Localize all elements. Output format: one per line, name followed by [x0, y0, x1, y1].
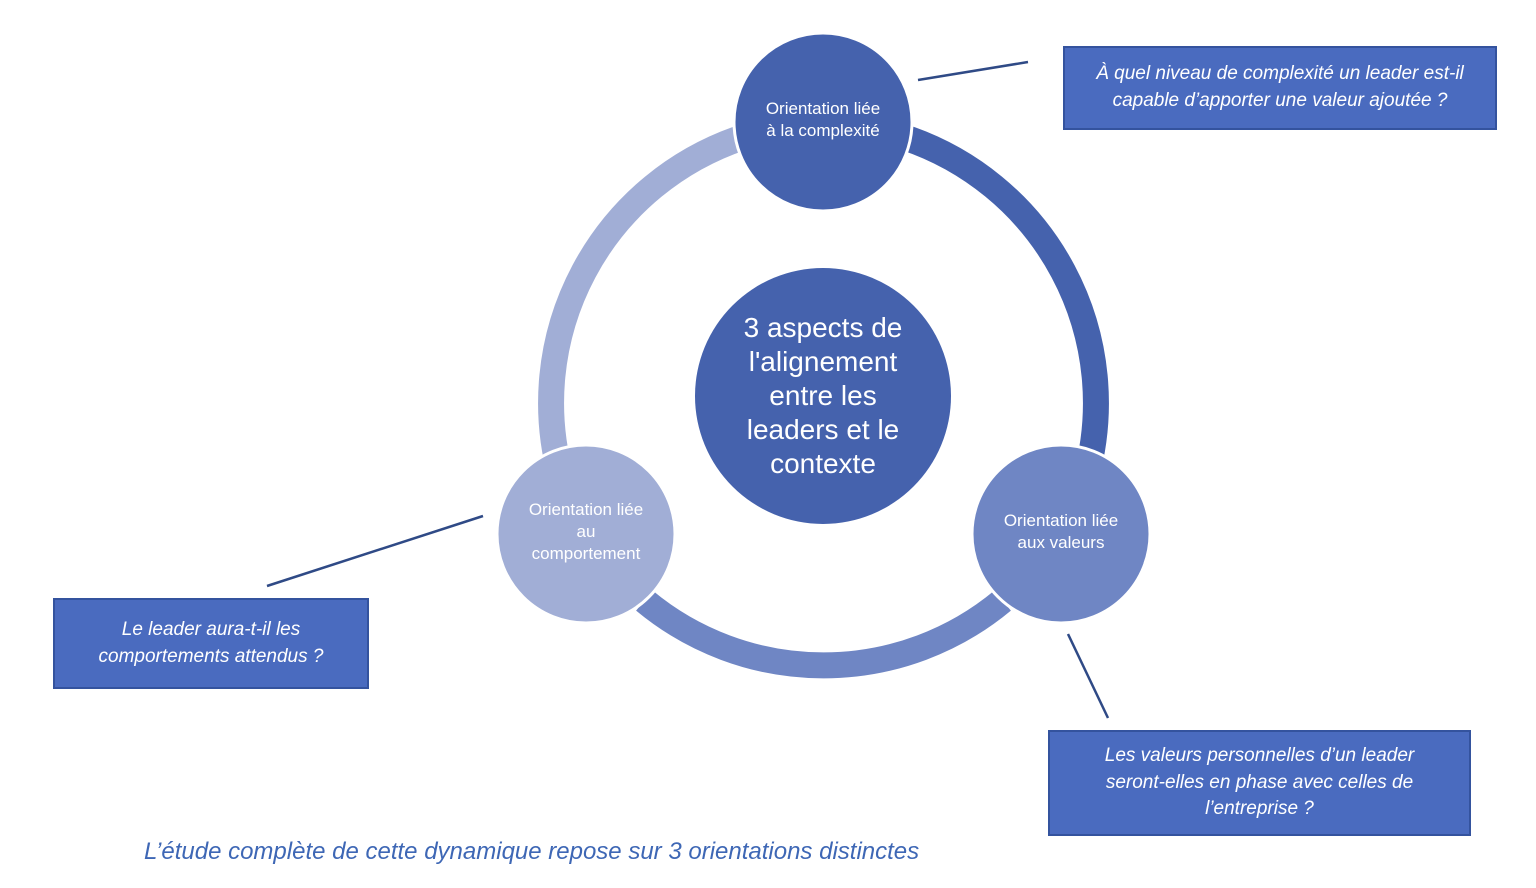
- node-label-complexity: Orientation liée à la complexité: [765, 98, 881, 140]
- node-circle-behavior: [495, 443, 677, 625]
- node-label-behavior: Orientation liée au comportement: [528, 499, 644, 564]
- ring-arc-behavior-to-complexity: [538, 125, 747, 482]
- connector-line-complexity: [917, 60, 1029, 82]
- node-circle-complexity: [732, 31, 914, 213]
- connector-line-values: [1066, 633, 1110, 719]
- node-label-values: Orientation liée aux valeurs: [1003, 510, 1119, 552]
- center-circle: [695, 268, 951, 524]
- diagram-caption: L’étude complète de cette dynamique repo…: [144, 838, 920, 865]
- callout-values-question: Les valeurs personnelles d’un leader ser…: [1048, 730, 1471, 836]
- ring-arc-values-to-behavior: [636, 590, 1011, 679]
- node-circle-values: [970, 443, 1152, 625]
- callout-complexity-question: À quel niveau de complexité un leader es…: [1063, 46, 1497, 130]
- center-label: 3 aspects de l'alignement entre les lead…: [743, 311, 903, 480]
- callout-behavior-question: Le leader aura-t-il les comportements at…: [53, 598, 369, 689]
- connector-line-behavior: [266, 514, 484, 588]
- ring-arc-complexity-to-values: [900, 125, 1109, 482]
